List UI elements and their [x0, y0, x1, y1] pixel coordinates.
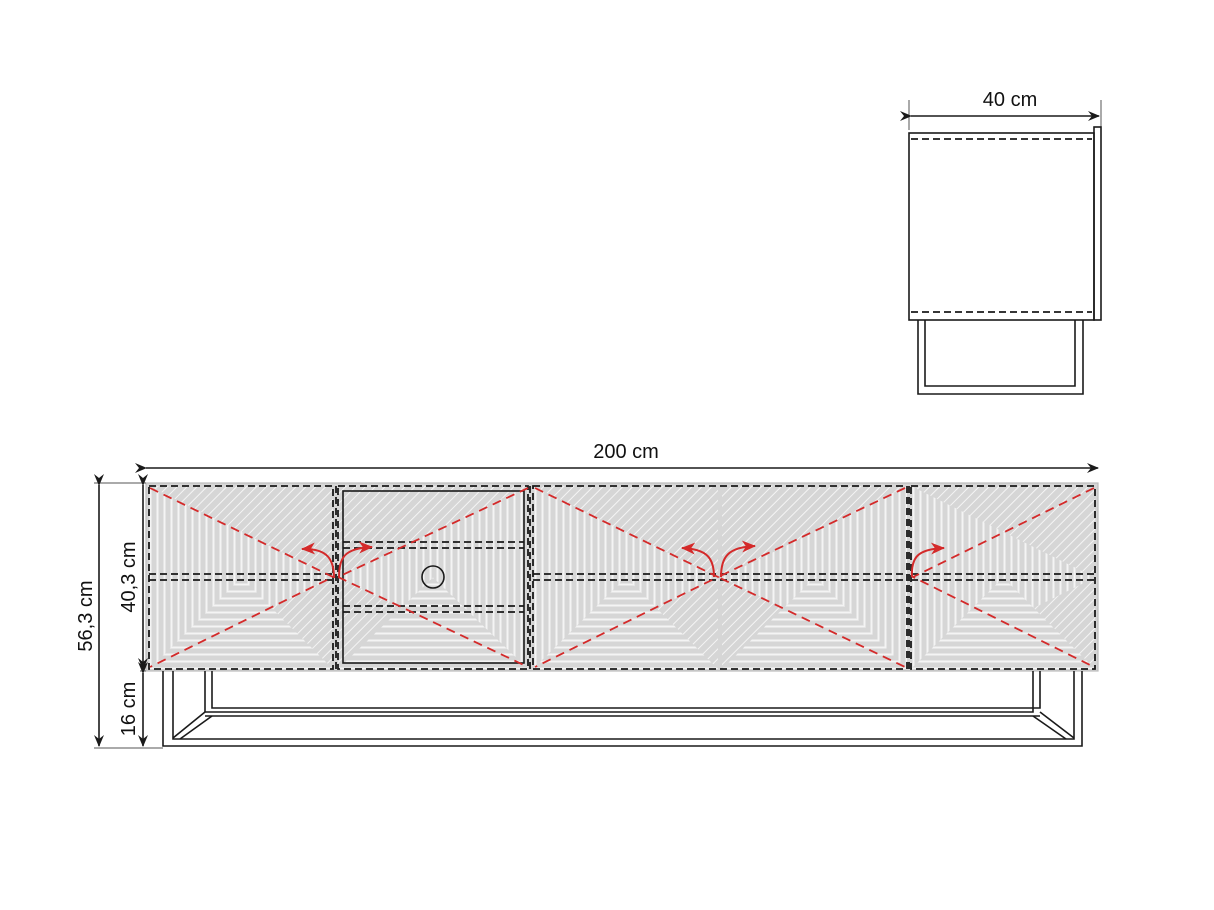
- drawer-swing-indicator: [335, 487, 529, 668]
- metal-frame-base: [162, 671, 1083, 747]
- frame-corner: [1039, 711, 1075, 739]
- drawer-front: [342, 490, 525, 664]
- door-4-outline: [910, 485, 1096, 670]
- total-height-label: 56,3 cm: [75, 580, 97, 651]
- frame-back-outer: [204, 671, 1034, 713]
- leg-height-label: 16 cm: [118, 682, 140, 736]
- opening-indicators: [149, 487, 1095, 668]
- hidden-lines: [148, 485, 1096, 670]
- panel-pattern: [338, 486, 528, 669]
- panel-pattern: [722, 486, 907, 669]
- frame-outer: [162, 671, 1083, 747]
- door-3-swing-indicator: [715, 487, 906, 668]
- open-arrow-icon: [681, 542, 715, 578]
- panel-pattern: [149, 486, 333, 669]
- frame-inner: [172, 671, 1075, 740]
- open-arrow-icon: [301, 542, 335, 579]
- panel-pattern: [533, 486, 718, 669]
- front-panels: [149, 486, 1095, 669]
- open-arrow-icon: [338, 541, 373, 579]
- drawer-knob-icon: [421, 565, 445, 589]
- side-frame-outer: [917, 320, 1084, 395]
- doors-2-3-outline: [532, 485, 908, 670]
- open-arrow-icon: [910, 542, 945, 578]
- frame-back-inner: [211, 671, 1041, 709]
- side-frame-inner: [924, 320, 1076, 387]
- front-view: 200 cm: [75, 441, 1099, 749]
- door-4-swing-indicator: [910, 487, 1095, 668]
- side-view: 40 cm: [900, 89, 1102, 395]
- frame-corner: [1032, 715, 1067, 740]
- panel-pattern: [911, 486, 1095, 669]
- frame-corner: [179, 715, 213, 740]
- frame-corner: [172, 711, 206, 739]
- body-height-label: 40,3 cm: [118, 541, 140, 612]
- door-2-swing-indicator: [534, 487, 721, 668]
- side-front-panel: [1093, 126, 1102, 321]
- vertical-dimensions: 56,3 cm 40,3 cm 16 cm: [75, 474, 163, 749]
- side-body: [908, 132, 1095, 321]
- open-arrow-icon: [720, 540, 756, 578]
- width-label: 200 cm: [593, 441, 659, 463]
- depth-label: 40 cm: [983, 89, 1037, 111]
